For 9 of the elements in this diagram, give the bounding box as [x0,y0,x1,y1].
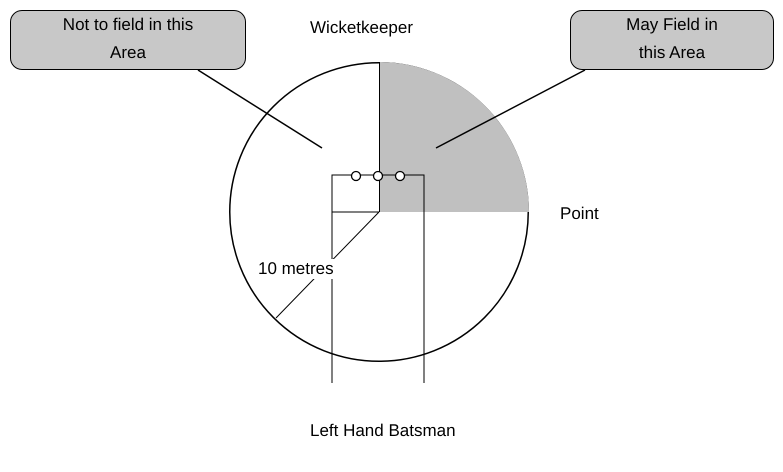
shaded-quadrant [379,62,529,212]
dimension-label: 10 metres [258,259,334,279]
player-label: Wicketkeeper [310,18,413,38]
leader-line [198,69,322,149]
leader-line [436,69,586,149]
player-label: Left Hand Batsman [310,421,456,441]
player-label: Point [560,204,599,224]
callout-box: Not to field in this Area [10,10,246,70]
callout-box: May Field in this Area [570,10,774,70]
